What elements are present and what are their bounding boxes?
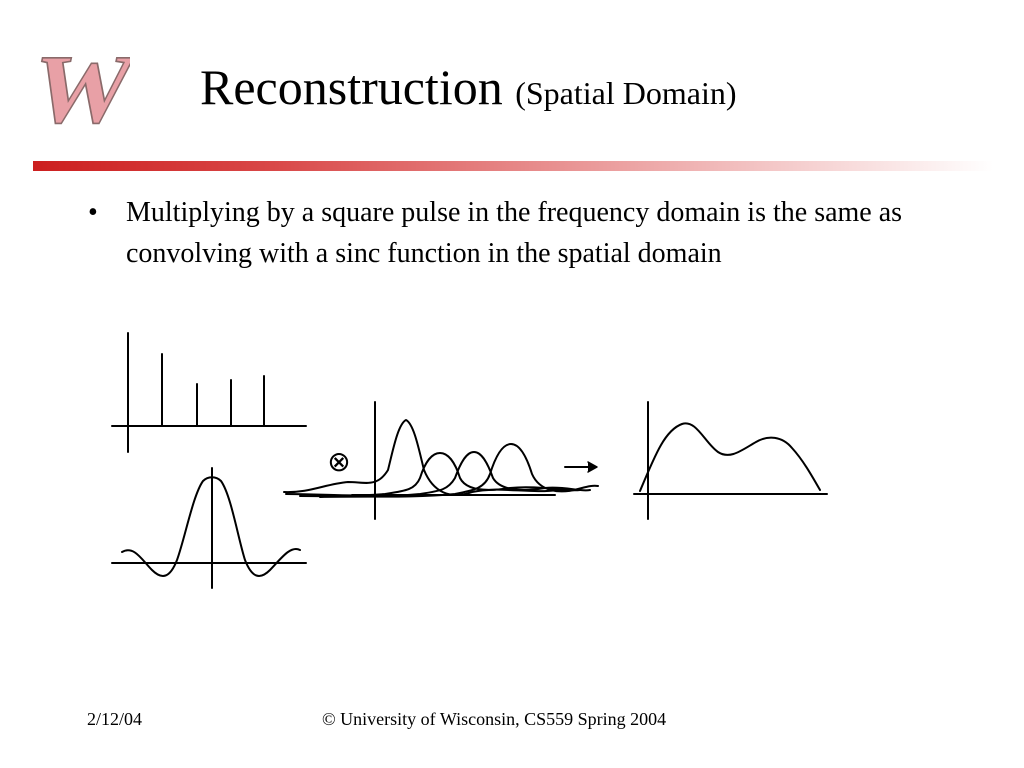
bullet-text: Multiplying by a square pulse in the fre… [126, 197, 903, 269]
reconstructed-curve [639, 422, 821, 492]
bullet-item: • Multiplying by a square pulse in the f… [80, 192, 940, 274]
convolution-symbol-icon: ⊗ [327, 445, 350, 478]
slide-title: Reconstruction (Spatial Domain) [200, 62, 737, 112]
convolution-sum-plot [283, 401, 599, 520]
sinc-kernel-plot [111, 467, 307, 589]
wisconsin-w-logo: W [30, 40, 130, 140]
footer-copyright: © University of Wisconsin, CS559 Spring … [322, 709, 667, 729]
reconstructed-signal-plot [633, 401, 828, 520]
bullet-icon: • [88, 197, 98, 228]
footer-date: 2/12/04 [87, 709, 143, 729]
title-divider [33, 161, 993, 171]
svg-text:W: W [30, 40, 130, 140]
title-main: Reconstruction [200, 59, 503, 115]
sample-impulses-plot [111, 332, 307, 453]
convolution-arrow-head [587, 461, 598, 473]
shifted-sinc-4 [319, 443, 599, 498]
bullet-list: • Multiplying by a square pulse in the f… [80, 192, 940, 274]
title-subtitle: (Spatial Domain) [515, 75, 737, 111]
shifted-sinc-1 [283, 419, 559, 496]
sinc-curve [121, 476, 301, 577]
